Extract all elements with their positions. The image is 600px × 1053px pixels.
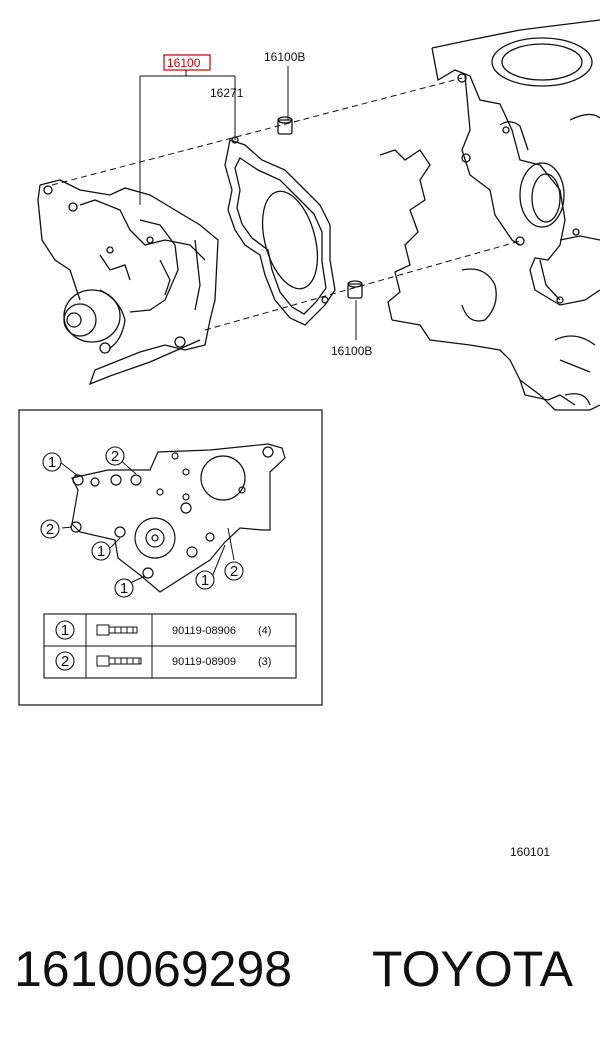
callout-16100-highlight-box [163, 54, 211, 71]
inset-marker-1c: 1 [114, 578, 134, 598]
dowel-pin-top-illustration [277, 116, 293, 135]
bolt-part-number-2: 90119-08909 [172, 656, 236, 668]
bolt-table-row-1: 1 90119-08906 (4) [55, 620, 271, 640]
svg-text:1: 1 [97, 543, 105, 560]
bolt-table: 1 90119-08906 (4) 2 [43, 613, 297, 679]
inset-marker-2b: 2 [40, 519, 60, 539]
water-pump-illustration [37, 179, 219, 386]
callout-16271: 16271 [210, 86, 244, 100]
bolt-long-icon [96, 655, 142, 667]
svg-text:2: 2 [111, 448, 119, 465]
bolt-qty-1: (4) [258, 625, 271, 637]
callout-16100b-bottom: 16100B [331, 344, 372, 358]
svg-text:1: 1 [61, 622, 69, 639]
gasket-illustration [224, 136, 336, 326]
footer-brand: TOYOTA [372, 941, 573, 997]
alignment-dashed-lines [51, 77, 521, 331]
inset-pump-outline [70, 443, 286, 593]
diagram-reference-code: 160101 [510, 845, 551, 859]
bolt-short-icon [96, 624, 138, 636]
bolt-table-row-2: 2 90119-08909 (3) [55, 651, 271, 671]
svg-text:2: 2 [230, 563, 238, 580]
leader-lines [139, 66, 357, 340]
engine-block-illustration [379, 19, 600, 411]
bolt-qty-2: (3) [258, 656, 271, 668]
bolt-part-number-1: 90119-08906 [172, 625, 236, 637]
svg-text:1: 1 [201, 572, 209, 589]
callout-16100: 16100 [167, 56, 201, 70]
dowel-pin-bottom-illustration [347, 280, 363, 299]
callout-16100b-top: 16100B [264, 50, 305, 64]
inset-marker-leaders [59, 457, 235, 585]
bolt-location-inset: 1 2 2 1 1 1 2 [18, 409, 323, 706]
inset-marker-2a: 2 [105, 446, 125, 466]
svg-text:2: 2 [61, 653, 69, 670]
svg-text:1: 1 [48, 454, 56, 471]
inset-marker-1b: 1 [91, 541, 111, 561]
footer-part-number: 1610069298 [14, 941, 293, 997]
svg-text:2: 2 [46, 521, 54, 538]
inset-marker-1d: 1 [195, 570, 215, 590]
svg-text:1: 1 [120, 580, 128, 597]
inset-marker-2c: 2 [224, 561, 244, 581]
inset-marker-1a: 1 [42, 452, 62, 472]
